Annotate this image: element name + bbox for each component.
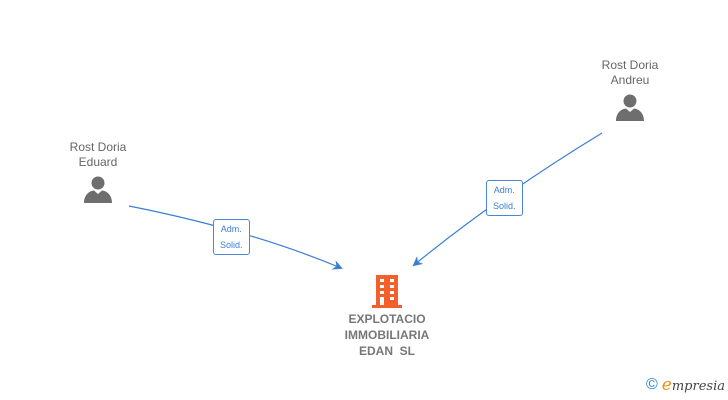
- person-node-andreu[interactable]: Rost Doria Andreu: [575, 58, 685, 122]
- relation-role: Adm.: [220, 224, 242, 234]
- relation-role: Solid.: [220, 240, 243, 250]
- company-node[interactable]: EXPLOTACIO IMMOBILIARIA EDAN SL: [317, 274, 457, 358]
- brand-logo: empresia: [661, 375, 725, 395]
- building-icon: [372, 275, 402, 308]
- relation-label-andreu[interactable]: Adm. Solid.: [486, 180, 523, 216]
- person-name: Andreu: [610, 73, 650, 87]
- person-icon: [616, 94, 644, 121]
- empresia-watermark: © empresia: [646, 375, 725, 395]
- person-name: Rost Doria: [601, 58, 659, 72]
- person-icon: [84, 176, 112, 203]
- company-name: EXPLOTACIO: [348, 312, 426, 326]
- person-node-eduard[interactable]: Rost Doria Eduard: [43, 140, 153, 204]
- company-name: IMMOBILIARIA: [344, 328, 430, 342]
- relation-role: Adm.: [493, 185, 515, 195]
- company-name: EDAN SL: [358, 344, 415, 358]
- person-name: Rost Doria: [69, 140, 127, 154]
- relation-role: Solid.: [493, 201, 516, 211]
- relation-label-eduard[interactable]: Adm. Solid.: [213, 219, 250, 255]
- copyright-icon: ©: [646, 376, 658, 393]
- person-name: Eduard: [78, 155, 118, 169]
